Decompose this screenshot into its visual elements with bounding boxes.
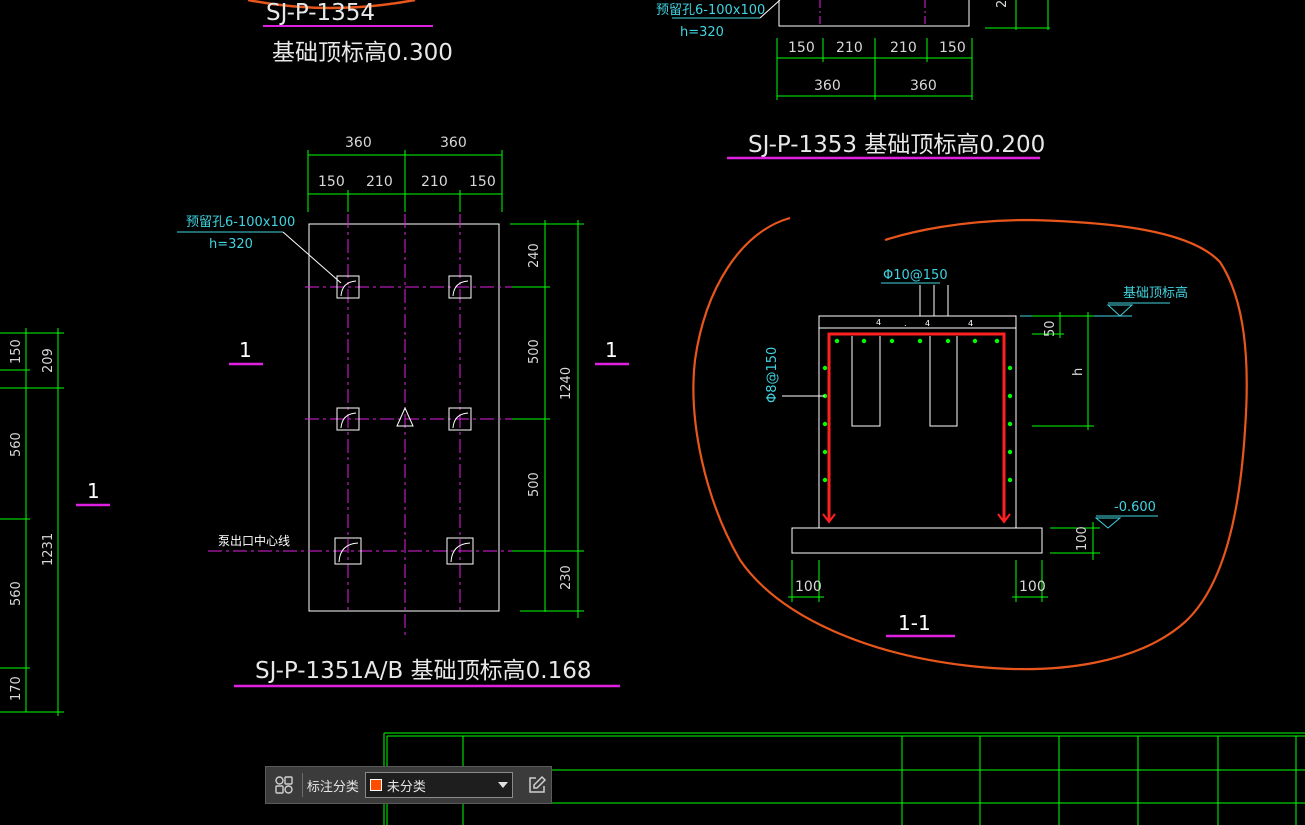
chevron-down-icon[interactable] [498,782,509,788]
title-1354-text: SJ-P-1354 [266,0,375,26]
section-mark-left-edge: 1 [87,479,100,503]
dim-left-560b: 560 [9,581,24,606]
plan-1351: 360 360 150 210 210 150 预留 [177,135,629,688]
dim-plan-side-500b: 500 [527,472,542,497]
category-color-swatch [369,779,382,791]
dim-plan-side-230: 230 [559,565,574,590]
section-1-1-label: 1-1 [898,611,931,635]
section-mark-left: 1 [239,338,252,362]
title-1351-text: SJ-P-1351A/B 基础顶标高0.168 [255,658,591,684]
svg-text:.: . [904,319,907,328]
svg-text:4: 4 [925,319,930,328]
category-dropdown[interactable]: 未分类 [364,772,514,798]
rebar-side-label: Φ8@150 [765,347,780,403]
toolbar-separator [301,773,303,797]
grid-modules-icon[interactable] [270,771,298,799]
dim-left-170: 170 [9,676,24,701]
dim-left-560a: 560 [9,432,24,457]
dim-top-360b: 360 [910,78,937,94]
annotation-category-label: 标注分类 [306,778,359,794]
dim-top-150a: 150 [788,40,815,56]
dim-plan-side-240: 240 [527,243,542,268]
dim-top-360a: 360 [814,78,841,94]
elevation-1354-text: 基础顶标高0.300 [272,40,453,66]
hole-note-1353: 预留孔6-100x100 [656,3,765,18]
svg-text:4: 4 [968,319,973,328]
left-dimension-chain: 150 209 560 1231 560 170 1 [0,328,110,716]
dim-top-150b: 150 [939,40,966,56]
dim-top-edge: 2 [995,0,1010,8]
dim-plan-150a: 150 [318,174,345,190]
top-elevation-label: 基础顶标高 [1123,285,1188,301]
dim-plan-360b: 360 [440,135,467,151]
dim-plan-210b: 210 [421,174,448,190]
section-mark-right: 1 [605,338,618,362]
pump-outlet-centerline-label: 泵出口中心线 [218,533,290,548]
hole-h-1353: h=320 [680,25,724,40]
dim-left-209: 209 [41,348,56,373]
rebar-top-label: Φ10@150 [883,268,948,283]
dim-plan-side-500a: 500 [527,339,542,364]
category-selected-value: 未分类 [386,778,426,794]
hole-note-plan: 预留孔6-100x100 [186,215,295,230]
hole-h-plan: h=320 [209,237,253,252]
dim-section-h: h [1071,368,1086,376]
dim-top-210a: 210 [836,40,863,56]
dim-left-1231: 1231 [41,533,56,566]
plan-1353-partial: 预留孔6-100x100 h=320 150 210 210 150 360 3… [656,0,1050,160]
svg-text:4: 4 [876,318,881,327]
top-left-partial-title: SJ-P-1354 基础顶标高0.300 [247,0,453,66]
bottom-elevation-label: -0.600 [1114,500,1156,515]
section-1-1: 4. 4 4 Φ10@150 Φ8@150 基础顶标高 50 h -0.600 [692,216,1248,671]
dim-section-50: 50 [1043,320,1058,337]
dim-plan-total-1240: 1240 [559,367,574,400]
dim-section-100-left: 100 [795,579,822,595]
dim-left-150: 150 [9,339,24,364]
dim-top-210b: 210 [890,40,917,56]
title-1353-text: SJ-P-1353 基础顶标高0.200 [748,132,1045,158]
edit-icon[interactable] [523,771,551,799]
dim-plan-150b: 150 [469,174,496,190]
dim-section-100-right: 100 [1075,526,1090,551]
dim-section-100-bottom: 100 [1019,579,1046,595]
dim-plan-210a: 210 [366,174,393,190]
dim-plan-360a: 360 [345,135,372,151]
annotation-category-toolbar: 标注分类 未分类 [265,766,552,804]
